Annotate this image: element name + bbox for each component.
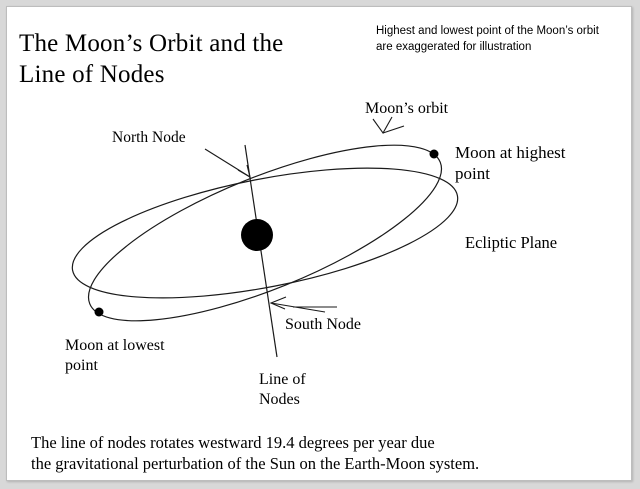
page-title-line2: Line of Nodes — [19, 60, 165, 88]
caption: The line of nodes rotates westward 19.4 … — [31, 432, 479, 475]
moon-orbit-ellipse — [87, 144, 443, 322]
ecliptic-plane-ellipse — [71, 167, 459, 299]
label-moon-highest-line2: point — [455, 163, 490, 183]
line-of-nodes — [244, 144, 278, 358]
label-north-node: North Node — [112, 129, 186, 146]
label-south-node: South Node — [285, 316, 361, 333]
diagram-stage: The Moon’s Orbit and the Line of Nodes H… — [7, 7, 631, 480]
label-moon-highest-line1: Moon at highest — [455, 143, 566, 162]
exaggeration-note: Highest and lowest point of the Moon’s o… — [376, 24, 599, 55]
exaggeration-note-line2: are exaggerated for illustration — [376, 40, 532, 53]
page-title-line1: The Moon’s Orbit and the — [19, 30, 284, 57]
label-moon-highest-point: Moon at highest point — [455, 143, 566, 184]
earth-body — [241, 219, 273, 251]
south-node-leader — [269, 296, 337, 313]
moons-orbit-leader — [372, 116, 405, 135]
slide-page: The Moon’s Orbit and the Line of Nodes H… — [6, 6, 632, 481]
label-line-of-nodes: Line of Nodes — [259, 370, 306, 409]
label-moons-orbit: Moon’s orbit — [365, 100, 449, 117]
label-ecliptic-plane: Ecliptic Plane — [465, 233, 558, 252]
moon-at-lowest-point-marker — [94, 307, 104, 317]
label-moon-lowest-line2: point — [65, 356, 98, 374]
label-line-of-nodes-line2: Nodes — [259, 390, 300, 408]
label-moon-lowest-point: Moon at lowest point — [65, 336, 165, 375]
caption-line1: The line of nodes rotates westward 19.4 … — [31, 433, 435, 452]
label-line-of-nodes-line1: Line of — [259, 371, 306, 388]
caption-line2: the gravitational perturbation of the Su… — [31, 454, 480, 474]
page-title: The Moon’s Orbit and the Line of Nodes — [19, 29, 283, 90]
moon-at-highest-point-marker — [429, 149, 439, 159]
north-node-leader — [204, 148, 251, 179]
exaggeration-note-line1: Highest and lowest point of the Moon’s o… — [376, 25, 599, 37]
label-moon-lowest-line1: Moon at lowest — [65, 337, 165, 354]
